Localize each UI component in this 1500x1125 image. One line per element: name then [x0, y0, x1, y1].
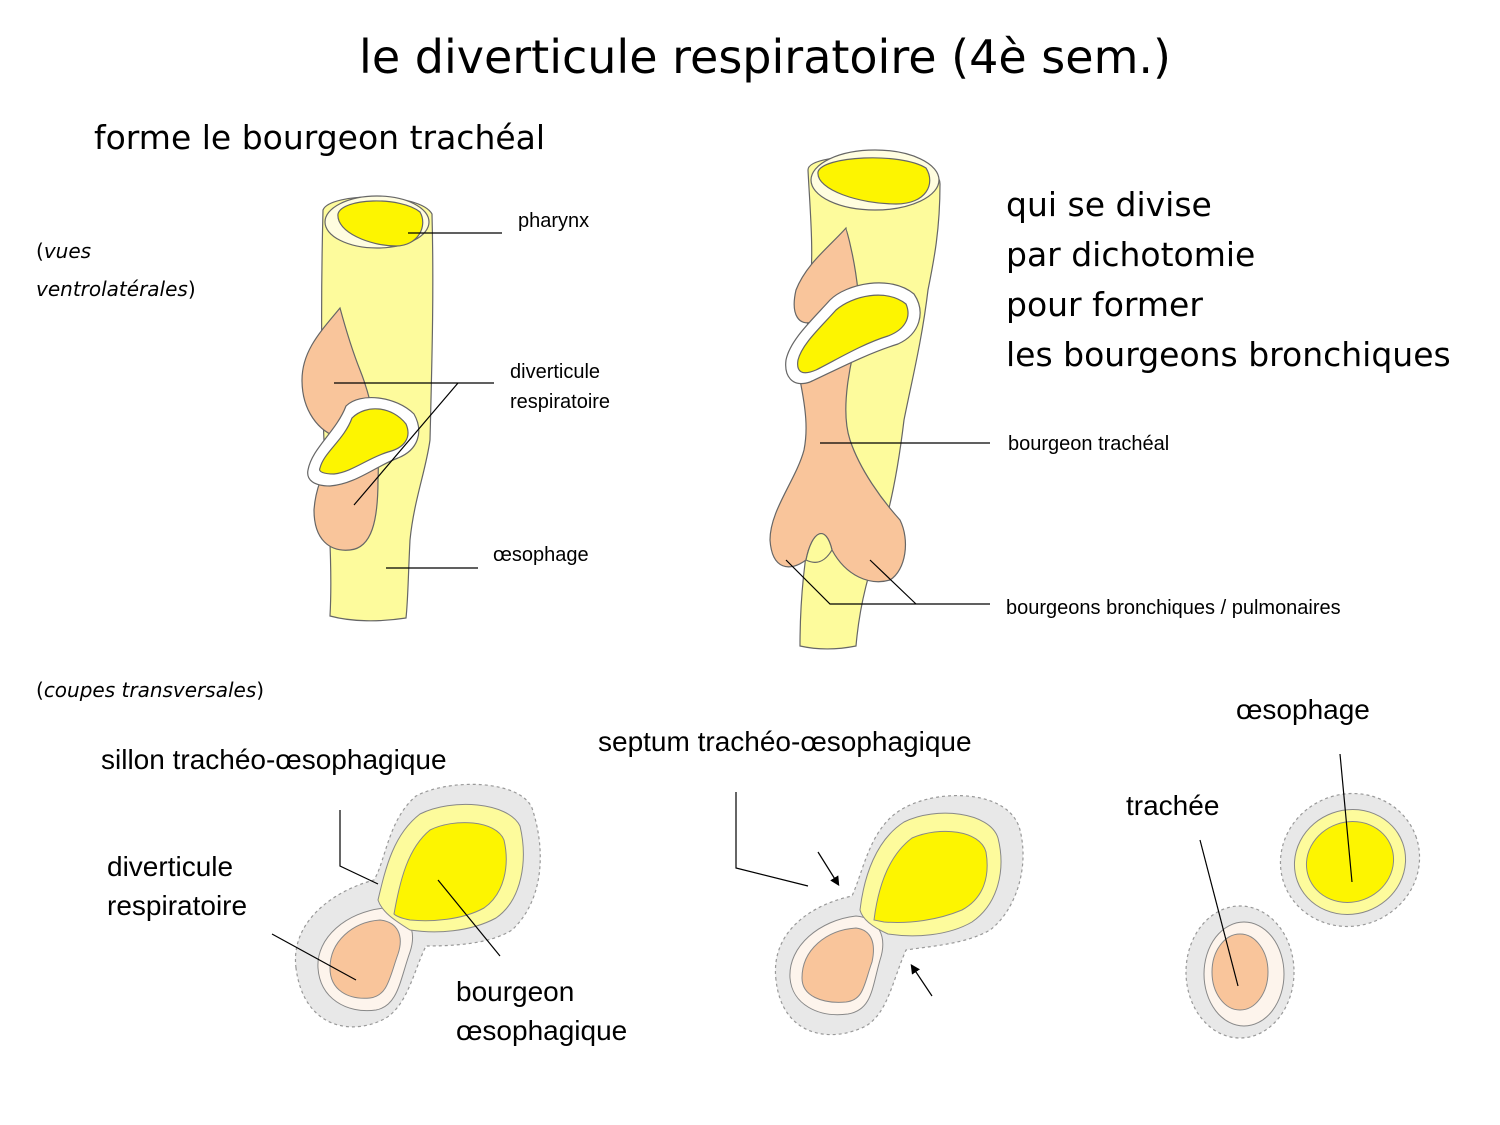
right-leader-lines [785, 442, 990, 605]
upper-lumen [817, 157, 931, 205]
paren-open: ( [36, 678, 44, 702]
paren-open: ( [36, 239, 44, 263]
section2-lumen-oeso [873, 830, 988, 923]
leader-diverticule-low [271, 933, 357, 981]
caption-line-1: vues [43, 239, 92, 263]
side-text-line: par dichotomie [1006, 235, 1256, 274]
leader-trachee [1199, 839, 1239, 987]
label-pharynx: pharynx [518, 210, 590, 232]
section-septum [774, 794, 1024, 1036]
leader-bourgeon-oeso [437, 879, 501, 957]
section3-leaders [1199, 753, 1353, 987]
label-sillon: sillon trachéo-œsophagique [101, 744, 447, 775]
leader-bronchiques-a [785, 559, 990, 605]
side-text-line: qui se divise [1006, 185, 1212, 224]
section1-lumen-oeso [393, 822, 507, 922]
side-text-line: les bourgeons bronchiques [1006, 335, 1451, 374]
views-ventrolateral-caption: (vues ventrolatérales) [36, 232, 196, 308]
label-bourgeon-oeso-line2: œsophagique [456, 1015, 628, 1046]
leader-sillon [339, 810, 379, 885]
pharynx-lumen [337, 200, 424, 247]
label-trachee: trachée [1126, 790, 1220, 821]
lower-cut-lumen [319, 408, 409, 475]
paren-close: ) [187, 277, 196, 301]
label-oesophage-top: œsophage [493, 544, 589, 566]
caption-text: coupes transversales [43, 678, 257, 702]
label-bourgeons-bronchiques: bourgeons bronchiques / pulmonaires [1006, 597, 1341, 619]
leader-septum [735, 792, 809, 887]
arrow-septum-upper [817, 851, 840, 887]
label-diverticule-line1: diverticule [510, 361, 601, 383]
left-ventrolateral-view [301, 195, 434, 622]
right-ventrolateral-view [769, 149, 941, 650]
label-bourgeon-tracheal: bourgeon trachéal [1008, 433, 1170, 455]
leader-bronchiques-b [869, 559, 917, 605]
section2-leaders [735, 792, 933, 997]
left-leader-lines [334, 232, 502, 569]
side-text: qui se divise par dichotomie pour former… [1006, 180, 1451, 380]
page-title: le diverticule respiratoire (4è sem.) [359, 30, 1171, 84]
leader-oesophage-low [1339, 753, 1353, 883]
label-diverticule-line2: respiratoire [510, 391, 611, 413]
mid-cut-lumen [797, 294, 909, 374]
section-sillon [294, 783, 541, 1028]
label-diverticule-low-line2: respiratoire [107, 890, 248, 921]
side-text-line: pour former [1006, 285, 1203, 324]
label-bourgeon-oeso-line1: bourgeon [456, 976, 575, 1007]
label-oesophage-low: œsophage [1236, 694, 1370, 725]
tracheal-bud-shadow [846, 228, 886, 300]
section3-lumen-trachea [1211, 933, 1269, 1011]
paren-close: ) [256, 678, 265, 702]
label-septum: septum trachéo-œsophagique [598, 726, 972, 757]
section1-lumen-tracheal [329, 919, 401, 999]
views-transverse-caption: (coupes transversales) [36, 678, 264, 702]
arrow-septum-lower [910, 964, 933, 997]
label-diverticule-low-line1: diverticule [107, 851, 234, 882]
section2-lumen-tracheal [801, 927, 874, 1003]
oesophagus-lower-peek [805, 533, 833, 563]
section1-leaders [271, 810, 501, 981]
section-separated [1185, 792, 1421, 1039]
subtitle: forme le bourgeon trachéal [94, 118, 546, 157]
caption-line-2: ventrolatérales [36, 277, 188, 301]
leader-diverticule-b [353, 382, 459, 506]
